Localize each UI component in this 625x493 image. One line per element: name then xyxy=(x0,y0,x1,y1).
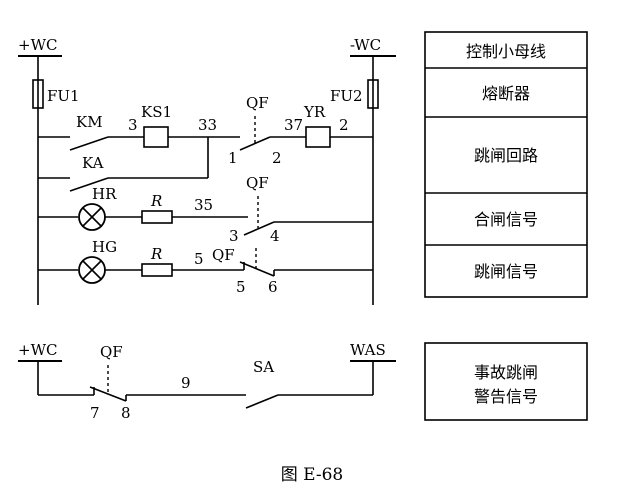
node-37-label: 37 xyxy=(284,116,303,134)
legend-trip-circuit: 跳闸回路 xyxy=(474,146,538,165)
figure-caption: 图 E-68 xyxy=(281,465,344,485)
hr-lamp xyxy=(78,203,106,231)
km-label: KM xyxy=(76,113,103,131)
node-33-label: 33 xyxy=(198,116,217,134)
node-2-label: 2 xyxy=(339,116,349,134)
node-8-label: 8 xyxy=(121,404,131,422)
hg-lamp xyxy=(78,256,106,284)
yr-label: YR xyxy=(303,103,326,121)
node-4-label: 4 xyxy=(270,227,280,245)
legend-fuse: 熔断器 xyxy=(482,84,530,103)
node-3-label: 3 xyxy=(128,116,138,134)
legend-warning-signal: 警告信号 xyxy=(474,387,538,406)
qf-contact-3-4 xyxy=(243,221,275,236)
node-1-label: 1 xyxy=(228,149,238,167)
resistor-r-1 xyxy=(141,210,173,224)
qf-contact-7-8 xyxy=(89,386,127,402)
minus-wc-label: -WC xyxy=(350,36,381,54)
legend-close-signal: 合闸信号 xyxy=(474,210,538,229)
hg-label: HG xyxy=(92,238,117,256)
node-35-label: 35 xyxy=(194,196,213,214)
node-7-label: 7 xyxy=(90,404,100,422)
legend-trip-signal: 跳闸信号 xyxy=(474,262,538,281)
hr-label: HR xyxy=(92,185,117,203)
plus-wc-label: +WC xyxy=(18,36,57,54)
ka-contact xyxy=(69,177,109,192)
legend-table-upper xyxy=(424,31,588,298)
sa-switch xyxy=(245,394,279,409)
legend-control-bus: 控制小母线 xyxy=(466,42,546,61)
fu1-label: FU1 xyxy=(47,87,80,105)
ka-label: KA xyxy=(82,154,104,172)
yr-coil xyxy=(305,126,331,148)
qf-contact-5-6 xyxy=(239,261,275,277)
resistor-r-1-label: R xyxy=(150,192,162,210)
resistor-r-2 xyxy=(141,263,173,277)
plus-wc-lower-label: +WC xyxy=(18,341,57,359)
sa-label: SA xyxy=(253,358,274,376)
node-6-label: 6 xyxy=(268,278,278,296)
qf-label-4: QF xyxy=(100,343,123,361)
node-2b-label: 2 xyxy=(272,149,282,167)
was-label: WAS xyxy=(350,341,386,359)
node-3b-label: 3 xyxy=(229,227,239,245)
qf-label-1: QF xyxy=(246,94,269,112)
qf-contact-1-2 xyxy=(239,136,271,151)
node-9-label: 9 xyxy=(181,374,191,392)
ks1-label: KS1 xyxy=(141,103,172,121)
km-contact xyxy=(69,136,109,151)
qf-label-2: QF xyxy=(246,174,269,192)
legend-table-lower xyxy=(424,342,588,421)
node-5-label: 5 xyxy=(194,250,204,268)
fu2-label: FU2 xyxy=(330,87,363,105)
node-5b-label: 5 xyxy=(236,278,246,296)
resistor-r-2-label: R xyxy=(150,245,162,263)
qf-label-3: QF xyxy=(212,246,235,264)
legend-accident-trip: 事故跳闸 xyxy=(474,363,538,382)
ks1-coil xyxy=(143,126,169,148)
